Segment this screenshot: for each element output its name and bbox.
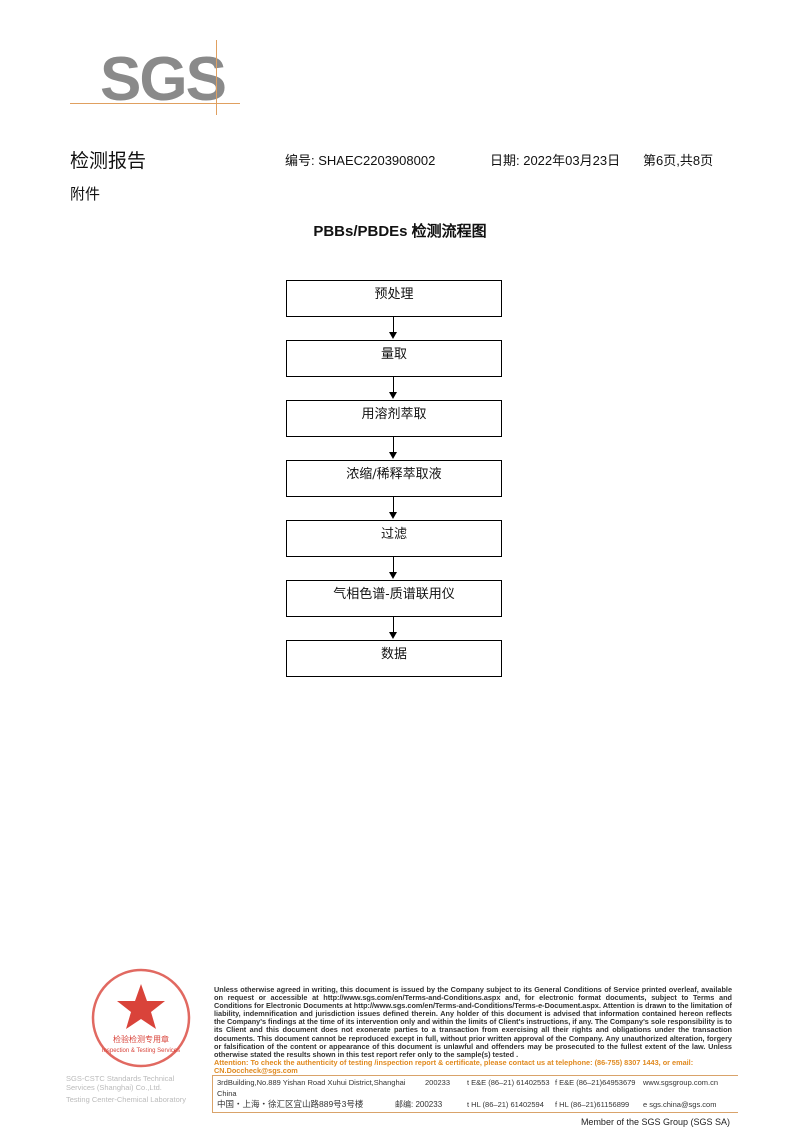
page-number: 第6页,共8页 [643,153,714,168]
address-cn: 中国・上海・徐汇区宜山路889号3号楼 [217,1099,364,1109]
arrow-down-icon [389,317,397,339]
stamp-text: Inspection & Testing Services [102,1048,180,1054]
member-text: Member of the SGS Group (SGS SA) [580,1117,730,1127]
disclaimer-text: Unless otherwise agreed in writing, this… [214,984,732,1059]
flow-step: 数据 [286,640,502,677]
arrow-down-icon [389,377,397,399]
attention-text: Attention: To check the authenticity of … [214,1057,694,1075]
arrow-down-icon [389,497,397,519]
arrow-down-icon [389,437,397,459]
appendix-label: 附件 [70,186,101,203]
email: e sgs.china@sgs.com [643,1100,717,1109]
website: www.sgsgroup.com.cn [643,1078,719,1087]
postcode-cn: 邮编: 200233 [395,1100,443,1109]
telephone: t E&E (86–21) 61402553 [467,1078,550,1087]
company-stamp: 检验检测专用章 Inspection & Testing Services [91,968,191,1068]
flow-step: 浓缩/稀释萃取液 [286,460,502,497]
postcode-en: 200233 [425,1078,451,1087]
footer: Unless otherwise agreed in writing, this… [208,984,738,1127]
contact-block: 3rdBuilding,No.889 Yishan Road Xuhui Dis… [212,1075,738,1113]
flow-step: 气相色谱-质谱联用仪 [286,580,502,617]
logo-divider [70,103,240,104]
flow-step: 量取 [286,340,502,377]
stamp-text: 检验检测专用章 [113,1034,169,1044]
company-dept-en: Testing Center-Chemical Laboratory [66,1095,187,1104]
report-number: 编号: SHAEC2203908002 [285,153,436,168]
flow-step: 过滤 [286,520,502,557]
fax: f HL (86–21)61156899 [555,1100,630,1109]
flow-step: 用溶剂萃取 [286,400,502,437]
address-en: 3rdBuilding,No.889 Yishan Road Xuhui Dis… [217,1078,406,1098]
flow-step: 预处理 [286,280,502,317]
arrow-down-icon [389,617,397,639]
telephone: t HL (86–21) 61402594 [467,1100,544,1109]
sgs-logo: SGS [100,45,227,114]
star-icon [117,984,165,1029]
logo-divider [216,40,217,115]
company-name-en: SGS-CSTC Standards Technical Services (S… [66,1074,175,1092]
flowchart-title: PBBs/PBDEs 检测流程图 [313,223,487,240]
fax: f E&E (86–21)64953679 [555,1078,636,1087]
arrow-down-icon [389,557,397,579]
report-date: 日期: 2022年03月23日 [490,153,621,168]
document-title: 检测报告 [70,151,147,172]
